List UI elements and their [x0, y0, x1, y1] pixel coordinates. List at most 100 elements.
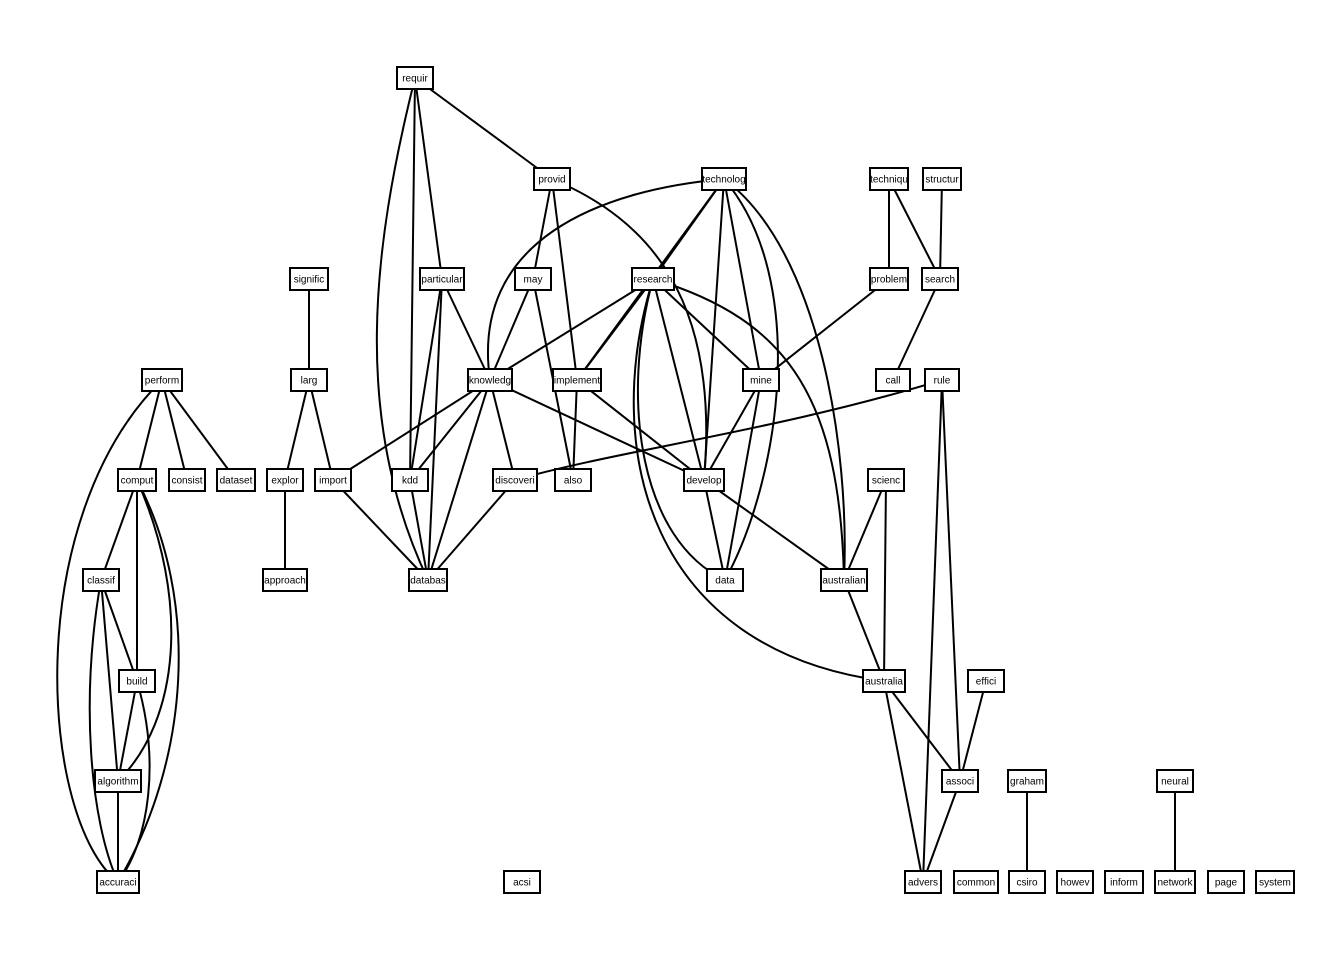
node-label: csiro [1016, 878, 1038, 889]
node-box [554, 468, 592, 492]
edge-perform-comput [136, 379, 163, 481]
node-system: system [1255, 870, 1295, 894]
node-box [168, 468, 206, 492]
node-kdd: kdd [391, 468, 429, 492]
node-knowledg: knowledg [467, 368, 513, 392]
node-comput: comput [117, 468, 157, 492]
node-may: may [514, 267, 552, 291]
node-label: larg [301, 376, 318, 387]
node-label: rule [934, 376, 951, 387]
node-build: build [118, 669, 156, 693]
node-box [869, 267, 909, 291]
edge-scienc-australian [843, 479, 887, 581]
node-graham: graham [1007, 769, 1047, 793]
edge-australian-australia [843, 579, 885, 682]
node-box [1156, 769, 1194, 793]
node-advers: advers [904, 870, 942, 894]
node-search: search [921, 267, 959, 291]
node-dataset: dataset [216, 468, 256, 492]
node-box [875, 368, 911, 392]
edge-research-knowledg [489, 278, 654, 381]
edge-rule-advers [922, 379, 943, 883]
edge-knowledg-databas [427, 379, 491, 581]
node-label: approach [264, 576, 306, 587]
node-provid: provid [533, 167, 571, 191]
node-larg: larg [290, 368, 328, 392]
node-mine: mine [742, 368, 780, 392]
edge-problem-mine [760, 278, 890, 381]
node-call: call [875, 368, 911, 392]
edge-requir-databas [375, 77, 429, 581]
node-label: advers [908, 878, 938, 889]
node-box [467, 368, 513, 392]
node-box [117, 468, 157, 492]
edge-technolog-australian [723, 178, 846, 581]
node-label: databas [410, 576, 446, 587]
edge-build-algorithm [117, 680, 138, 782]
edge-research-australia [632, 278, 885, 682]
node-label: research [634, 275, 673, 286]
edge-comput-accuraci [117, 479, 180, 883]
edge-perform-dataset [161, 379, 237, 481]
node-label: inform [1110, 878, 1138, 889]
node-technolog: technolog [701, 167, 747, 191]
node-box [904, 870, 942, 894]
node-associ: associ [941, 769, 979, 793]
edge-knowledg-kdd [409, 379, 491, 481]
edge-associ-advers [922, 780, 961, 883]
node-structur: structur [922, 167, 962, 191]
node-import: import [314, 468, 352, 492]
node-also: also [554, 468, 592, 492]
node-box [1255, 870, 1295, 894]
edge-scienc-australia [883, 479, 887, 682]
node-label: perform [145, 376, 179, 387]
node-label: search [925, 275, 955, 286]
node-box [1104, 870, 1144, 894]
node-particular: particular [419, 267, 465, 291]
node-effici: effici [967, 669, 1005, 693]
edge-knowledg-develop [489, 379, 705, 481]
node-box [118, 669, 156, 693]
node-label: howev [1061, 878, 1090, 889]
edge-mine-develop [703, 379, 762, 481]
node-box [1007, 769, 1047, 793]
node-label: requir [402, 74, 428, 85]
node-label: develop [686, 476, 721, 487]
node-develop: develop [683, 468, 725, 492]
edge-search-call [892, 278, 941, 381]
node-label: associ [946, 777, 974, 788]
node-australian: australian [820, 568, 868, 592]
node-label: acsi [513, 878, 531, 889]
node-label: dataset [220, 476, 253, 487]
node-label: techniqu [870, 175, 908, 186]
node-label: discoveri [495, 476, 534, 487]
edge-import-databas [332, 479, 429, 581]
node-box [742, 368, 780, 392]
node-scienc: scienc [867, 468, 905, 492]
node-box [941, 769, 979, 793]
node-label: classif [87, 576, 115, 587]
node-label: australia [865, 677, 903, 688]
edge-particular-kdd [409, 278, 443, 481]
node-data: data [706, 568, 744, 592]
edge-mine-data [724, 379, 762, 581]
edge-develop-data [703, 479, 726, 581]
edge-implement-also [572, 379, 578, 481]
node-box [290, 368, 328, 392]
node-box [631, 267, 675, 291]
node-box [396, 66, 434, 90]
node-label: common [957, 878, 995, 889]
node-box [96, 870, 140, 894]
node-box [1008, 870, 1046, 894]
node-acsi: acsi [503, 870, 541, 894]
node-box [862, 669, 906, 693]
node-label: may [524, 275, 543, 286]
edge-research-data [636, 278, 726, 581]
node-page: page [1207, 870, 1245, 894]
node-label: effici [976, 677, 996, 688]
node-label: scienc [872, 476, 900, 487]
node-research: research [631, 267, 675, 291]
node-box [921, 267, 959, 291]
node-box [1207, 870, 1245, 894]
